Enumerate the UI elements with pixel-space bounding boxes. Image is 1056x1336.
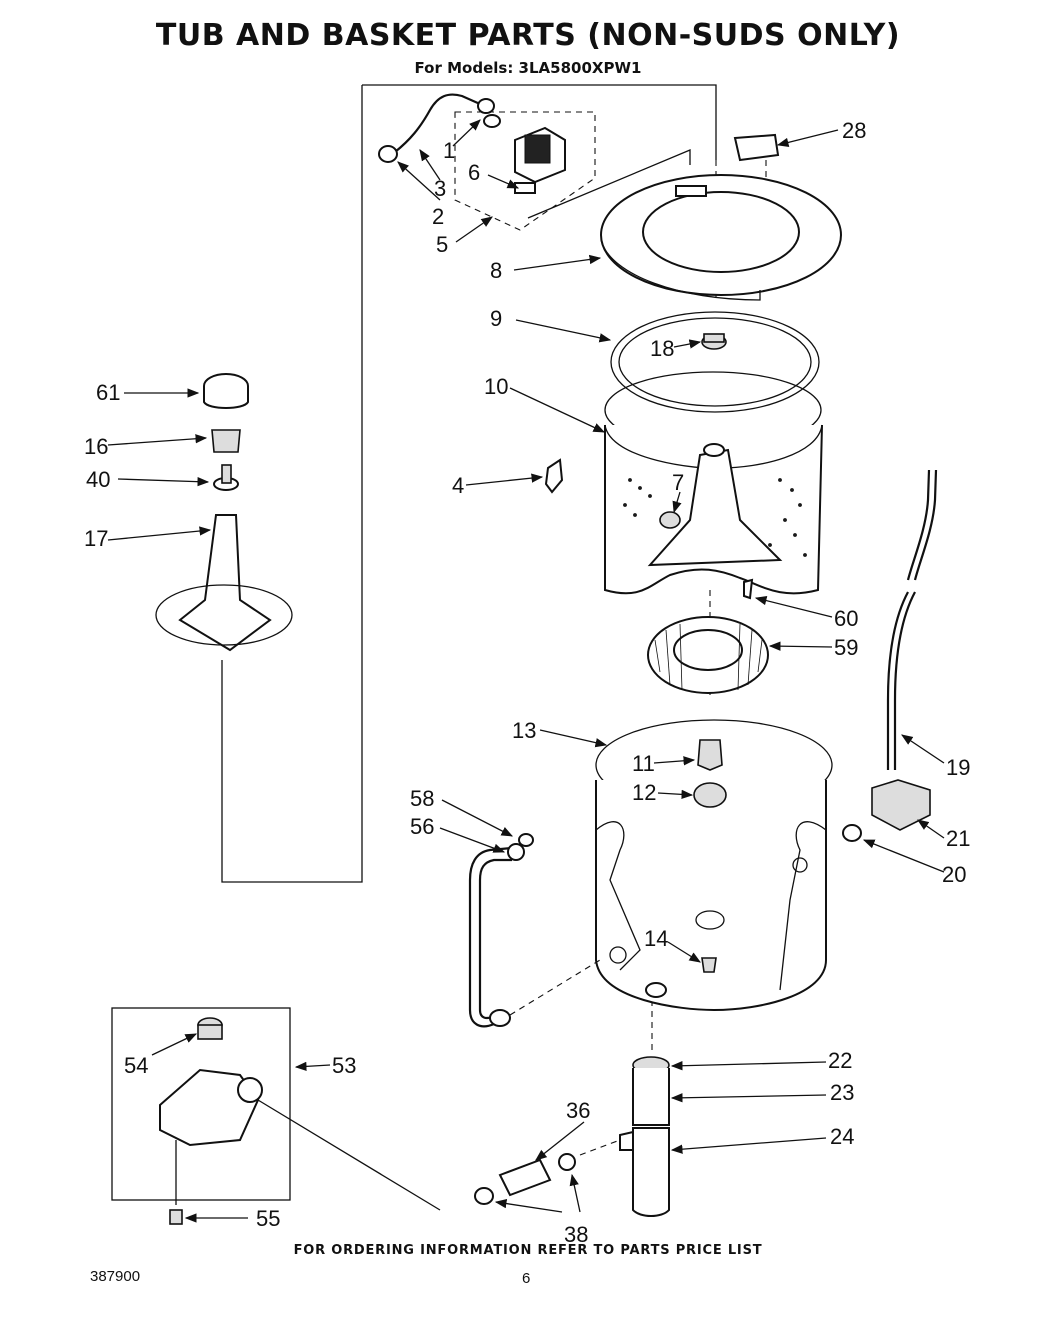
part-11-fitting [697,739,723,771]
callout-54: 54 [124,1053,148,1078]
part-60-clip [743,578,754,600]
callout-55: 55 [256,1206,280,1231]
part-21-pump [871,779,931,831]
callout-61: 61 [96,380,120,405]
part-59-hub [647,616,769,694]
model-subtitle: For Models: 3LA5800XPW1 [414,59,642,77]
part-7-bolt [659,511,681,529]
basket-perforations [623,478,807,557]
part-10-basket [604,371,823,595]
part-9-seal-ring [610,311,820,413]
callout-19: 19 [946,755,970,780]
callout-1: 1 [443,138,455,163]
callout-18: 18 [650,336,674,361]
parts-53-55-pump-assembly [159,1017,441,1225]
callout-3: 3 [434,176,446,201]
callout-10: 10 [484,374,508,399]
callout-56: 56 [410,814,434,839]
part-20-ring [842,824,862,842]
callout-38: 38 [564,1222,588,1247]
callout-28: 28 [842,118,866,143]
part-8-tub-ring [600,174,842,301]
callout-23: 23 [830,1080,854,1105]
callout-14: 14 [644,926,668,951]
callout-6: 6 [468,160,480,185]
callout-59: 59 [834,635,858,660]
document-number: 387900 [90,1268,141,1285]
callout-leader-lines [107,119,945,1223]
part-13-outer-tub [595,719,833,1012]
callout-60: 60 [834,606,858,631]
callout-22: 22 [828,1048,852,1073]
callout-17: 17 [84,526,108,551]
assembly-outline-boxes [111,84,717,1201]
callout-20: 20 [942,862,966,887]
callout-4: 4 [452,473,464,498]
page-number: 6 [522,1270,531,1287]
callout-24: 24 [830,1124,854,1149]
callout-16: 16 [84,434,108,459]
agitator-group [155,373,293,652]
callout-40: 40 [86,467,110,492]
inlet-hose-group [378,93,691,219]
callout-8: 8 [490,258,502,283]
callout-58: 58 [410,786,434,811]
callout-11: 11 [632,751,655,776]
part-4-clip [544,458,564,494]
page-title: TUB AND BASKET PARTS (NON-SUDS ONLY) [155,18,901,53]
callout-21: 21 [946,826,970,851]
callout-12: 12 [632,780,656,805]
callout-5: 5 [436,232,448,257]
part-36-sleeve [474,1139,621,1205]
part-56-drain-hose [468,833,601,1028]
part-14-screw [701,957,717,973]
ordering-info-note: FOR ORDERING INFORMATION REFER TO PARTS … [293,1243,763,1258]
callout-7: 7 [672,470,684,495]
callout-labels: 1 2 3 5 6 28 8 9 18 10 61 16 40 17 4 7 6… [84,118,970,1247]
part-12-cap [693,782,727,808]
part-19-hose [886,469,938,770]
part-18-nut [701,333,727,350]
parts-22-24-drive-tube [619,1056,670,1217]
part-28-bracket [733,133,780,162]
callout-36: 36 [566,1098,590,1123]
callout-13: 13 [512,718,536,743]
callout-53: 53 [332,1053,356,1078]
callout-9: 9 [490,306,502,331]
callout-2: 2 [432,204,444,229]
